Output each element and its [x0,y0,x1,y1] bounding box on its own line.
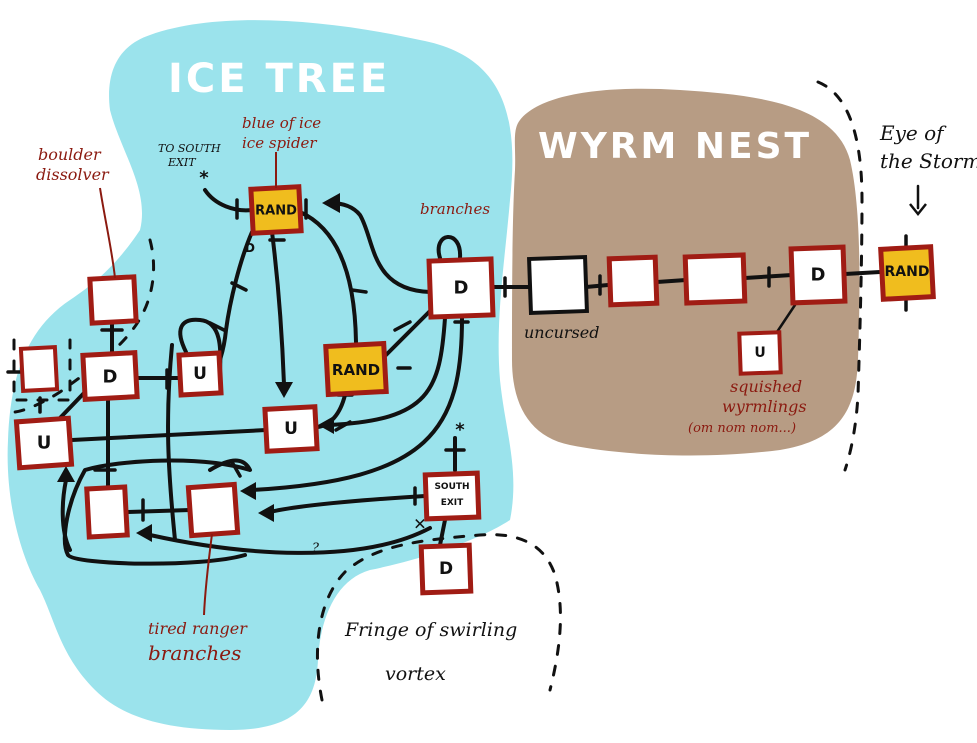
d-small-label: D [245,241,255,255]
svg-text:blue of ice: blue of ice [242,114,321,132]
rand-eye-label: RAND [885,264,930,280]
connection-d-branch-to-ranger [250,316,464,492]
connection-d-branch-to-rand-mid [384,306,435,357]
arrowhead [322,193,340,213]
node-wyrm-box-1[interactable] [606,254,660,308]
wyrm-nest-title: WYRM NEST [538,126,812,167]
svg-text:ice spider: ice spider [242,134,317,152]
ice-tree-region [7,20,514,730]
svg-text:wyrmlings: wyrmlings [722,397,807,416]
connection-inner-loop [166,343,177,542]
node-d-branch[interactable]: D [426,256,496,320]
connection-blank-to-box1 [584,283,610,289]
connection-outer-loop [62,458,252,566]
eye-of-storm-note: Eye of the Storm [879,121,977,217]
question-mark: ? [312,541,320,556]
connection-star-to-rand-top [203,188,254,213]
connection-box1-to-box2 [655,278,688,284]
star-mark: * [455,420,465,441]
arrowhead [57,466,75,482]
u-mid-label: U [284,419,298,439]
svg-text:EXIT: EXIT [167,156,197,169]
branches-note: branches [420,200,490,218]
node-d-left[interactable]: D [80,350,140,402]
node-d-bottom[interactable]: D [418,542,474,596]
arrowhead [136,524,152,542]
node-ranger[interactable] [185,481,241,539]
svg-text:Eye of: Eye of [879,121,947,145]
storm-dashed-boundary [816,80,864,472]
arrowhead [275,382,293,398]
south-exit-label-1: SOUTH [434,482,469,492]
node-u-left[interactable]: U [13,415,75,471]
squished-note: squished wyrmlings (om nom nom...) [688,377,807,436]
node-south-exit[interactable]: SOUTH EXIT [422,470,482,522]
svg-text:dissolver: dissolver [36,165,110,184]
svg-text:Fringe of swirling: Fringe of swirling [344,619,517,641]
svg-text:the Storm: the Storm [880,149,977,173]
to-south-exit-note: TO SOUTH EXIT * [158,142,221,189]
arrowhead [240,482,256,500]
gate-ticks [6,198,908,522]
node-box-bottom[interactable] [84,484,130,540]
uncursed-note: uncursed [524,323,599,342]
svg-text:vortex: vortex [385,663,446,685]
arrowhead [258,504,274,522]
node-d-wyrm[interactable]: D [788,244,848,306]
u-small-label: U [193,364,207,384]
u-left-label: U [37,433,52,454]
connection-d-wyrm-to-u-wyrm [773,303,797,337]
connection-south-exit-to-d-bottom [438,518,447,547]
connection-bottom-curve [148,526,432,555]
svg-text:*: * [199,168,209,189]
connection-d-branch-to-rand-top [328,201,432,294]
south-exit-label-2: EXIT [441,498,464,508]
node-rand-mid[interactable]: RAND [323,340,389,398]
boulder-dissolver-note: boulder dissolver [36,145,116,279]
tired-ranger-note: tired ranger branches [148,533,248,665]
svg-text:squished: squished [730,377,802,396]
node-small-left[interactable] [18,345,60,393]
fringe-note: Fringe of swirling vortex [344,619,517,685]
u-wyrm-label: U [754,345,765,361]
connection-left-up-arrow [60,478,72,552]
connection-d-wyrm-to-rand-eye [843,270,882,276]
connection-box-bottom-to-ranger [126,508,192,514]
connection-d-left-to-u-big [58,390,87,420]
ice-tree-title: ICE TREE [168,56,390,102]
svg-text:tired ranger: tired ranger [148,619,248,638]
svg-text:branches: branches [420,200,490,218]
connection-d-branch-to-u-inner [328,316,447,427]
connection-south-exit-to-ranger [268,494,427,514]
rand-mid-label: RAND [332,361,380,379]
node-boulder[interactable] [87,274,139,326]
d-left-label: D [103,367,118,388]
d-wyrm-label: D [811,265,826,286]
blue-spider-note: blue of ice ice spider [242,114,321,188]
node-u-mid[interactable]: U [262,404,320,454]
node-blank-uncursed[interactable] [527,254,589,316]
rand-top-label: RAND [255,204,297,219]
connection-rand-top-to-u-mid [270,230,286,387]
connection-rand-top-to-rand-mid [298,210,358,344]
connection-rand-mid-to-u [316,393,347,429]
node-rand-eye[interactable]: RAND [878,244,936,302]
node-rand-top[interactable]: RAND [248,184,304,236]
fringe-dashed-boundary [316,533,562,702]
svg-text:branches: branches [148,641,241,665]
d-bottom-label: D [439,559,453,579]
node-u-small[interactable]: U [176,350,224,398]
svg-text:boulder: boulder [38,145,102,164]
svg-text:(om nom nom...): (om nom nom...) [688,421,796,436]
node-u-wyrm[interactable]: U [737,330,783,376]
d-branch-label: D [454,278,469,299]
branches-loop [436,235,463,260]
cross-mark: ✕ [413,515,426,534]
node-wyrm-box-2[interactable] [682,252,748,306]
svg-text:TO SOUTH: TO SOUTH [158,142,221,155]
left-inner-dashed-boundary [12,338,72,402]
